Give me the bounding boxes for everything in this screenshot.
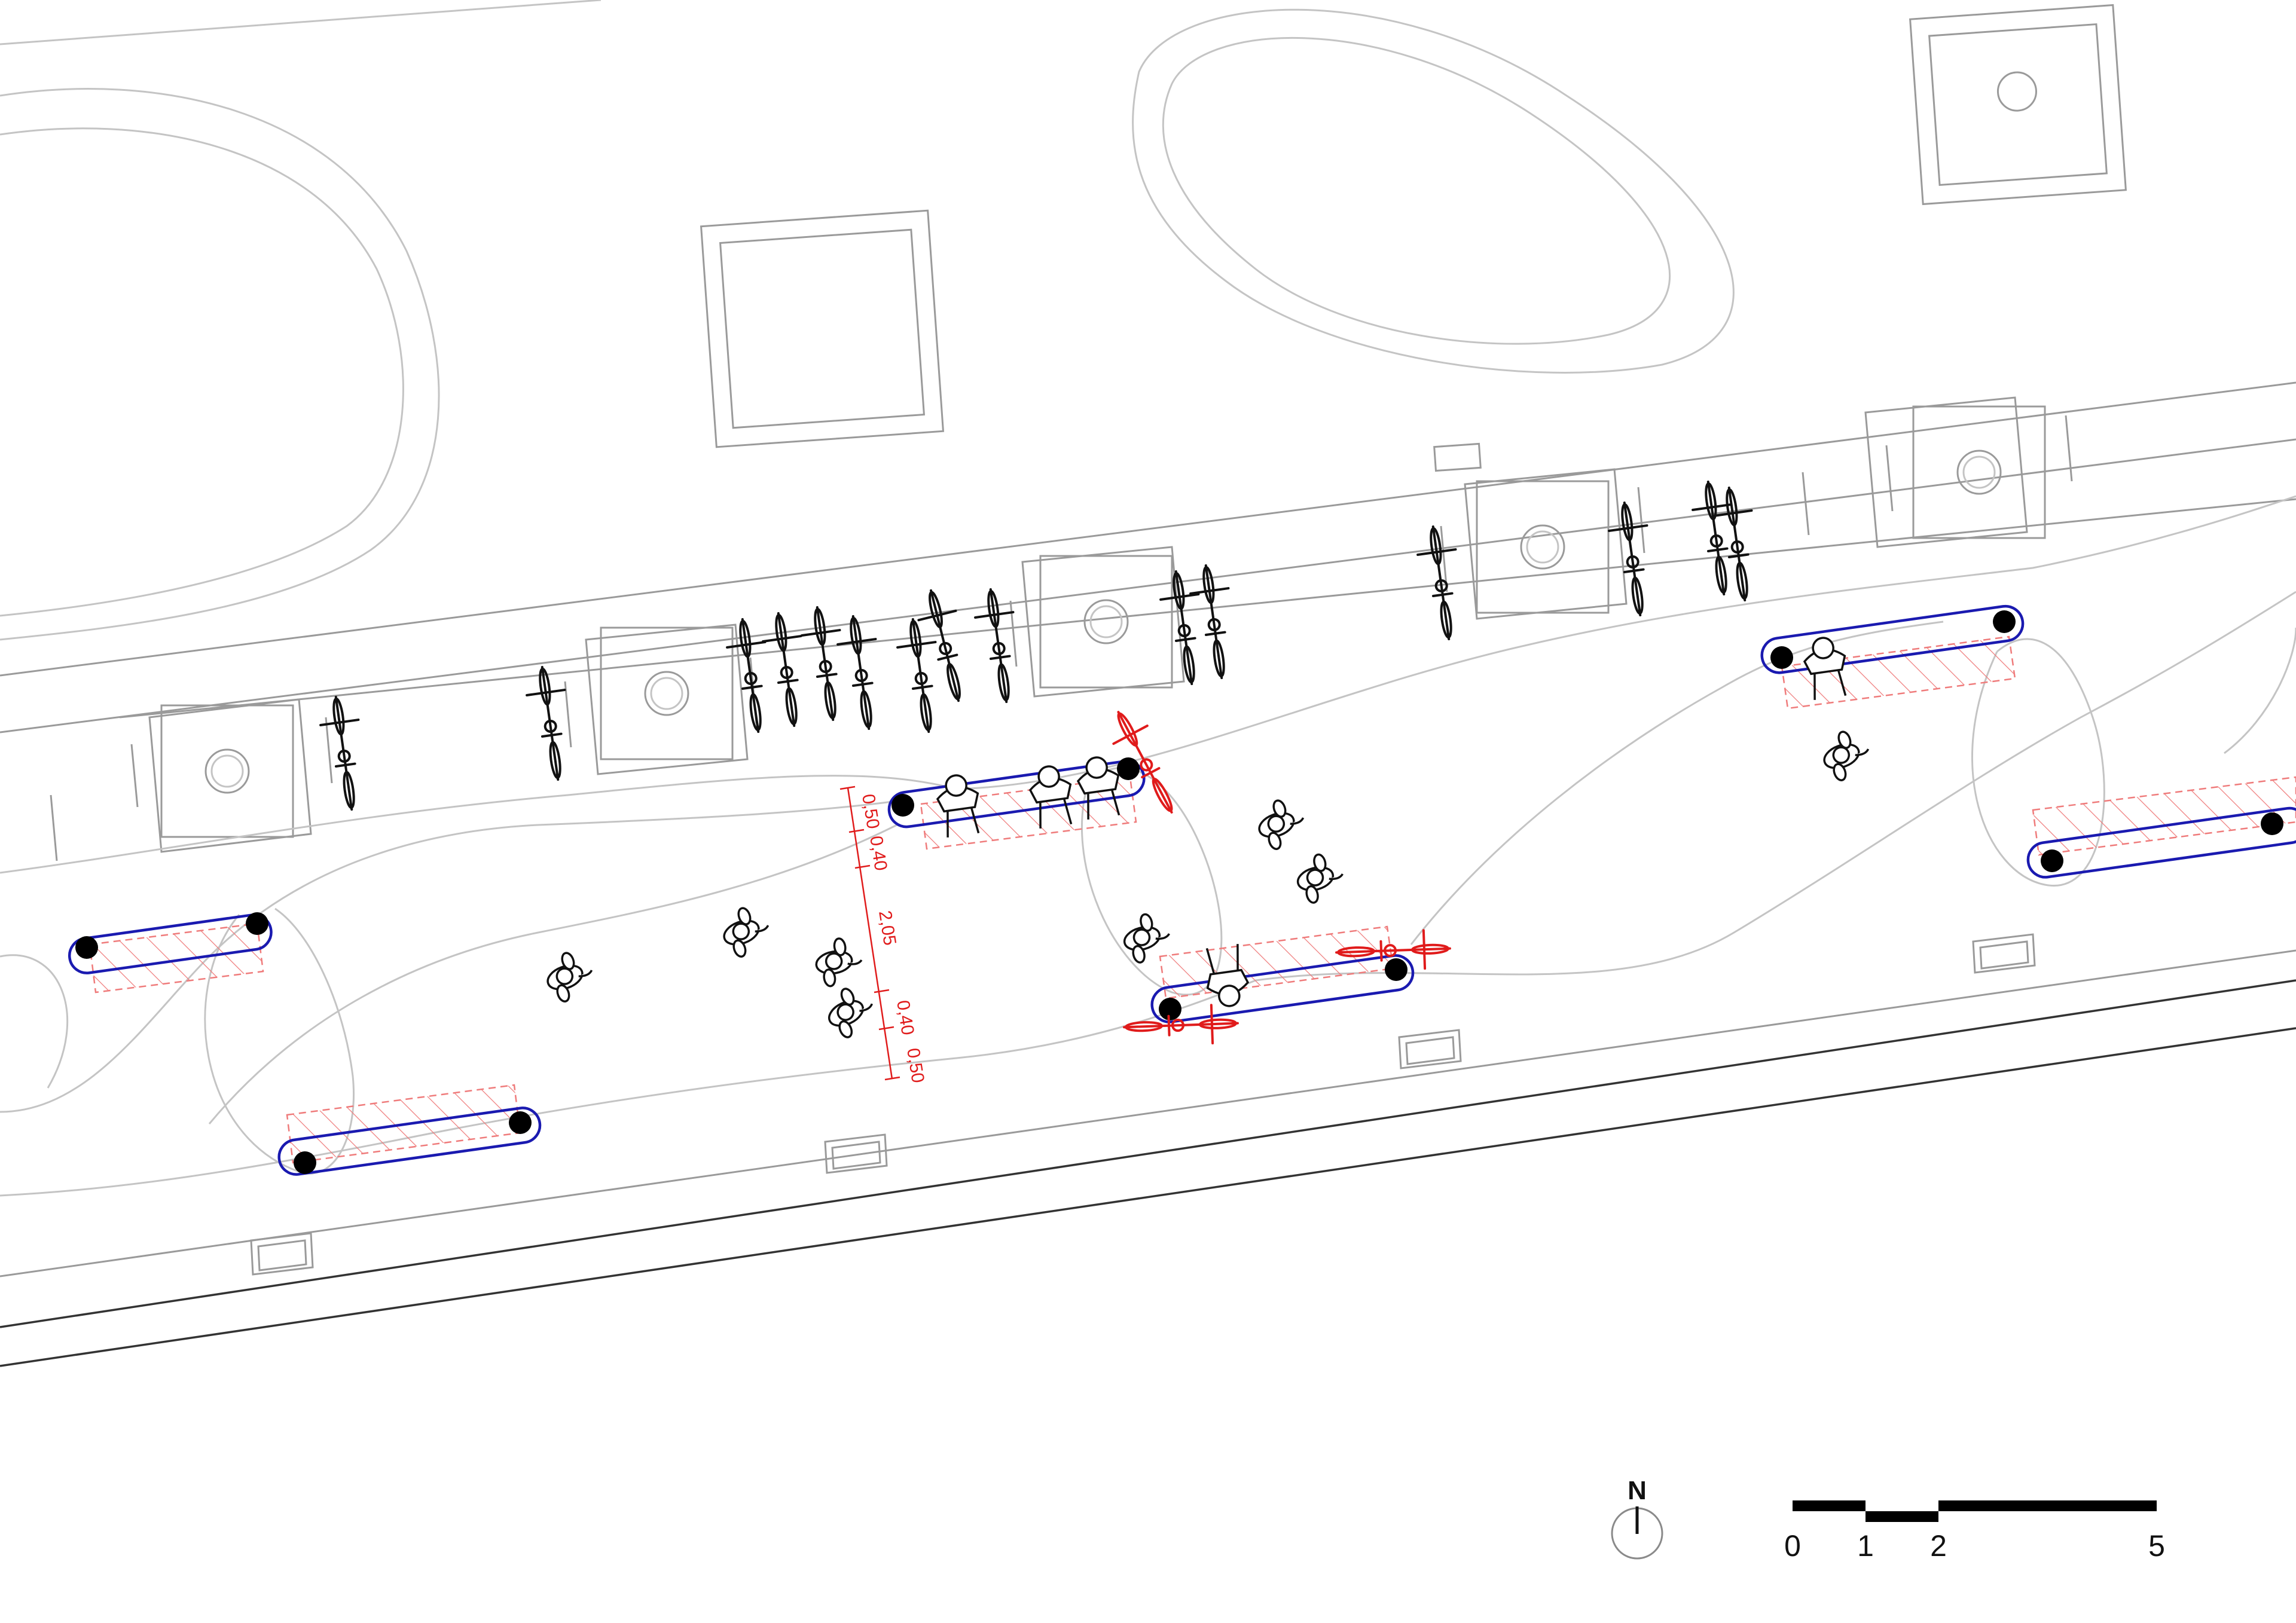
bench-post-icon bbox=[1770, 646, 1793, 669]
person-icon bbox=[811, 934, 866, 989]
scale-label: 1 bbox=[1857, 1529, 1874, 1563]
bicycle-icon bbox=[1156, 567, 1212, 688]
person-icon bbox=[1816, 724, 1876, 785]
bench-post-icon bbox=[1385, 958, 1407, 981]
person-icon bbox=[716, 900, 776, 961]
bicycle-icon bbox=[833, 612, 889, 733]
scale-label: 5 bbox=[2148, 1529, 2165, 1563]
benches bbox=[68, 604, 2296, 1176]
north-arrow: N bbox=[1611, 1476, 1663, 1560]
bench-post-icon bbox=[891, 794, 914, 817]
bicycle-icon bbox=[758, 609, 814, 730]
bench-post-icon bbox=[509, 1111, 532, 1134]
person-icon bbox=[1291, 848, 1349, 907]
bench-post-icon bbox=[2041, 849, 2063, 872]
north-label: N bbox=[1628, 1476, 1647, 1505]
bike-parking-strip bbox=[0, 381, 2296, 861]
scale-bar: 0 1 2 5 bbox=[1784, 1500, 2165, 1563]
tree-planters bbox=[700, 4, 2127, 472]
bench-post-icon bbox=[75, 936, 98, 959]
road-edge bbox=[0, 933, 2296, 1367]
bicycle-icon bbox=[316, 693, 372, 814]
dimension-label: 0,40 bbox=[893, 999, 918, 1037]
scale-label: 2 bbox=[1930, 1529, 1947, 1563]
dimension-label: 0,50 bbox=[903, 1047, 928, 1084]
park-outlines bbox=[0, 0, 1735, 641]
clearance-zones bbox=[88, 635, 2296, 1164]
bench-post-icon bbox=[2261, 812, 2283, 835]
bench-post-icon bbox=[294, 1151, 316, 1174]
plaza-curves bbox=[0, 495, 2296, 1197]
bench-post-icon bbox=[1117, 757, 1140, 780]
bench-post-icon bbox=[246, 912, 268, 935]
dimension-label: 2,05 bbox=[875, 909, 900, 947]
bicycle-icon bbox=[797, 603, 853, 724]
person-icon bbox=[1251, 793, 1311, 854]
bench-post-icon bbox=[1159, 998, 1181, 1020]
dimension-label: 0,50 bbox=[858, 793, 883, 830]
person-icon bbox=[819, 980, 882, 1043]
bicycle-icon bbox=[1604, 499, 1660, 619]
scale-label: 0 bbox=[1784, 1529, 1801, 1563]
bench-post-icon bbox=[1993, 610, 2016, 633]
person-icon bbox=[539, 945, 600, 1006]
